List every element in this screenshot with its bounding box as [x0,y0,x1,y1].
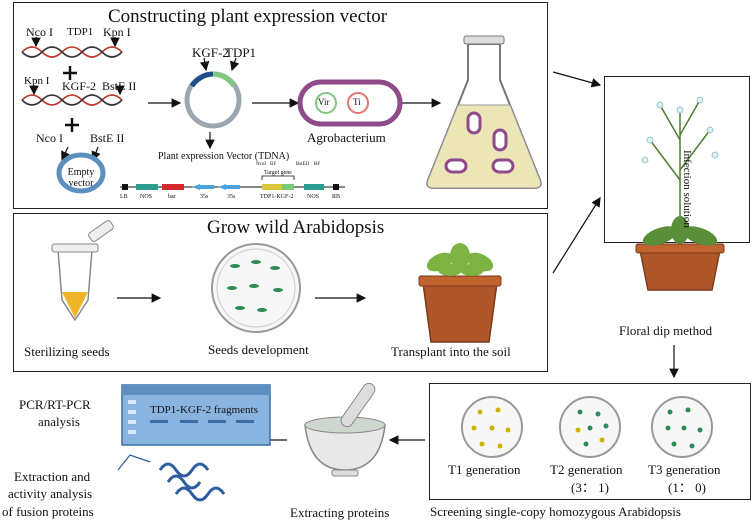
seeds-development-label: Seeds development [208,342,309,357]
map-35s-b: 35s [227,194,236,200]
tdna-map [120,175,345,190]
empty-vector-label: Empty vector [67,167,95,189]
transplant-label: Transplant into the soil [391,344,511,359]
plus-icon [63,66,79,132]
infection-label: Infection solution [681,150,693,228]
map-bar: bar [168,194,176,200]
map-ncoi: NcoI [256,162,266,167]
empty-vector-plasmid [56,152,106,194]
pcr-label: PCR/RT-PCR [19,397,91,412]
map-bf2: BF [314,162,321,167]
extracting-proteins-label: Extracting proteins [290,505,390,520]
tdp1-plasmid-label: TDP1 [225,45,257,60]
map-rb: RB [332,194,341,200]
map-bf: BF [270,162,277,167]
map-lb: LB [120,194,128,200]
screening-dishes [461,396,713,458]
enzyme-label: BstE II [90,131,125,145]
culture-flask [426,35,542,189]
extraction-label-1: Extraction and [14,469,91,484]
protein-structure [117,454,226,502]
map-bste: BstEII [296,162,310,167]
gel-electrophoresis [121,384,271,446]
t3-label: T3 generation [648,462,721,477]
extraction-label-3: of fusion proteins [2,504,94,519]
screening-caption: Screening single-copy homozygous Arabido… [430,504,681,519]
gene-label: TDP1 [67,26,94,38]
vir-label: Vir [318,97,330,107]
map-nos: NOS [140,194,153,200]
map-35s-a: 35s [200,194,209,200]
ti-label: Ti [353,97,361,107]
sterilizing-label: Sterilizing seeds [24,344,110,359]
enzyme-label: BstE II [102,79,137,93]
grow-title: Grow wild Arabidopsis [207,217,385,238]
dna-helix-2 [21,94,123,106]
t2-ratio: (3： 1) [571,480,609,495]
enzyme-label: Nco I [36,131,63,145]
flow-arrows [117,71,679,445]
enzyme-label: Kpn I [24,75,50,87]
enzyme-label: Nco I [26,25,53,39]
t1-label: T1 generation [448,462,521,477]
potted-seedling [418,243,502,343]
kgf2-plasmid-label: KGF-2 [192,45,229,60]
floral-dip-label: Floral dip method [619,323,713,338]
enzyme-label: Kpn I [103,25,131,39]
pcr-analysis-label: analysis [38,414,80,429]
map-target-gene: Target gene [264,170,292,176]
vector-caption: Plant expression Vector (TDNA) [158,151,290,162]
eppendorf-tube [51,220,114,322]
agrobacterium-label: Agrobacterium [307,130,386,145]
petri-dish-seeds [211,243,301,333]
t3-ratio: (1： 0) [668,480,706,495]
gene-label: KGF-2 [62,79,97,93]
mortar-pestle [304,382,386,477]
extraction-label-2: activity analysis [8,486,93,501]
map-nos2: NOS [307,194,320,200]
fragments-label: TDP1-KGF-2 fragments [150,404,258,416]
t2-label: T2 generation [550,462,623,477]
flowering-arabidopsis [635,96,725,291]
dna-helix-1 [21,46,123,58]
map-tdp1kgf2: TDP1-KGF-2 [260,194,294,200]
construct-title: Constructing plant expression vector [108,6,388,27]
